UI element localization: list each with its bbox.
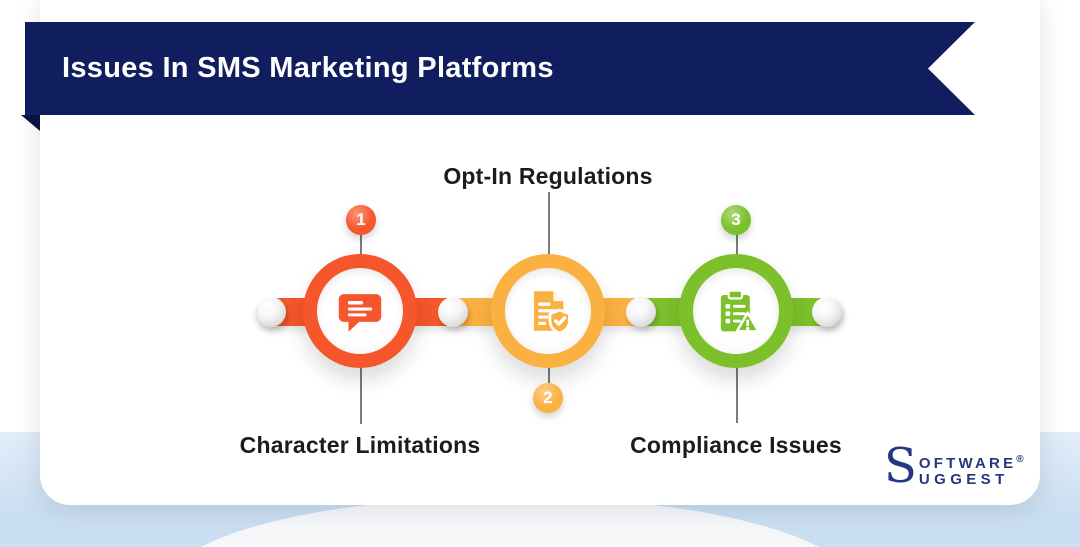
softwaresuggest-logo: S OFTWARE® UGGEST [884,438,1024,494]
connector-joint [626,297,656,327]
title-ribbon: Issues In SMS Marketing Platforms [25,22,975,115]
connector-joint [256,297,286,327]
logo-initial: S [884,438,917,494]
logo-word-top: OFTWARE [918,455,1017,472]
connector-joint [812,297,842,327]
page-title: Issues In SMS Marketing Platforms [62,52,554,84]
connector-joint [438,297,468,327]
registered-mark: ® [1016,454,1024,465]
connector-segment-2 [454,298,642,326]
logo-word-bottom: UGGEST [918,471,1009,488]
ribbon-fold [21,115,40,131]
